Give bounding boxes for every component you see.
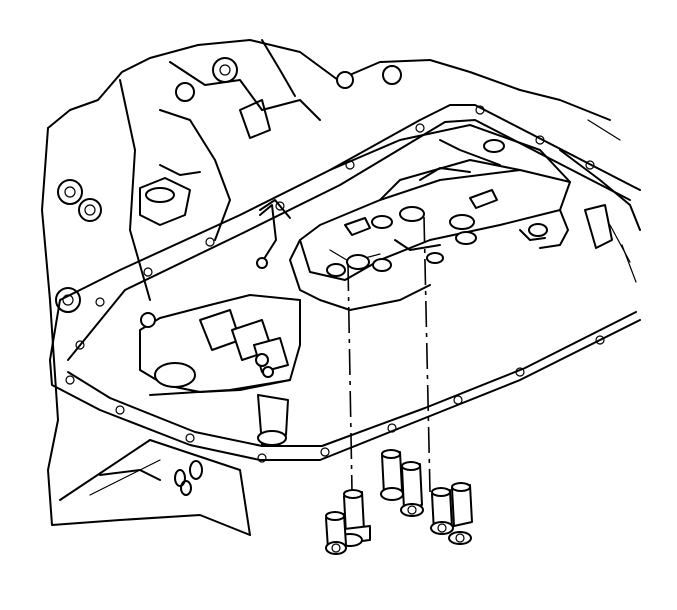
bolt-group-left <box>325 489 371 555</box>
bolt-group-right <box>380 449 473 545</box>
side-connector <box>584 204 637 283</box>
valve-body <box>289 124 571 311</box>
case-ports <box>55 57 402 496</box>
bolt-bores <box>326 139 548 277</box>
case-linkage <box>139 99 291 226</box>
pan-flange <box>49 104 641 461</box>
solenoid-assembly <box>139 204 301 446</box>
centerlines <box>347 216 431 493</box>
flange-bolt-holes <box>65 105 605 463</box>
transmission-case <box>41 39 641 536</box>
